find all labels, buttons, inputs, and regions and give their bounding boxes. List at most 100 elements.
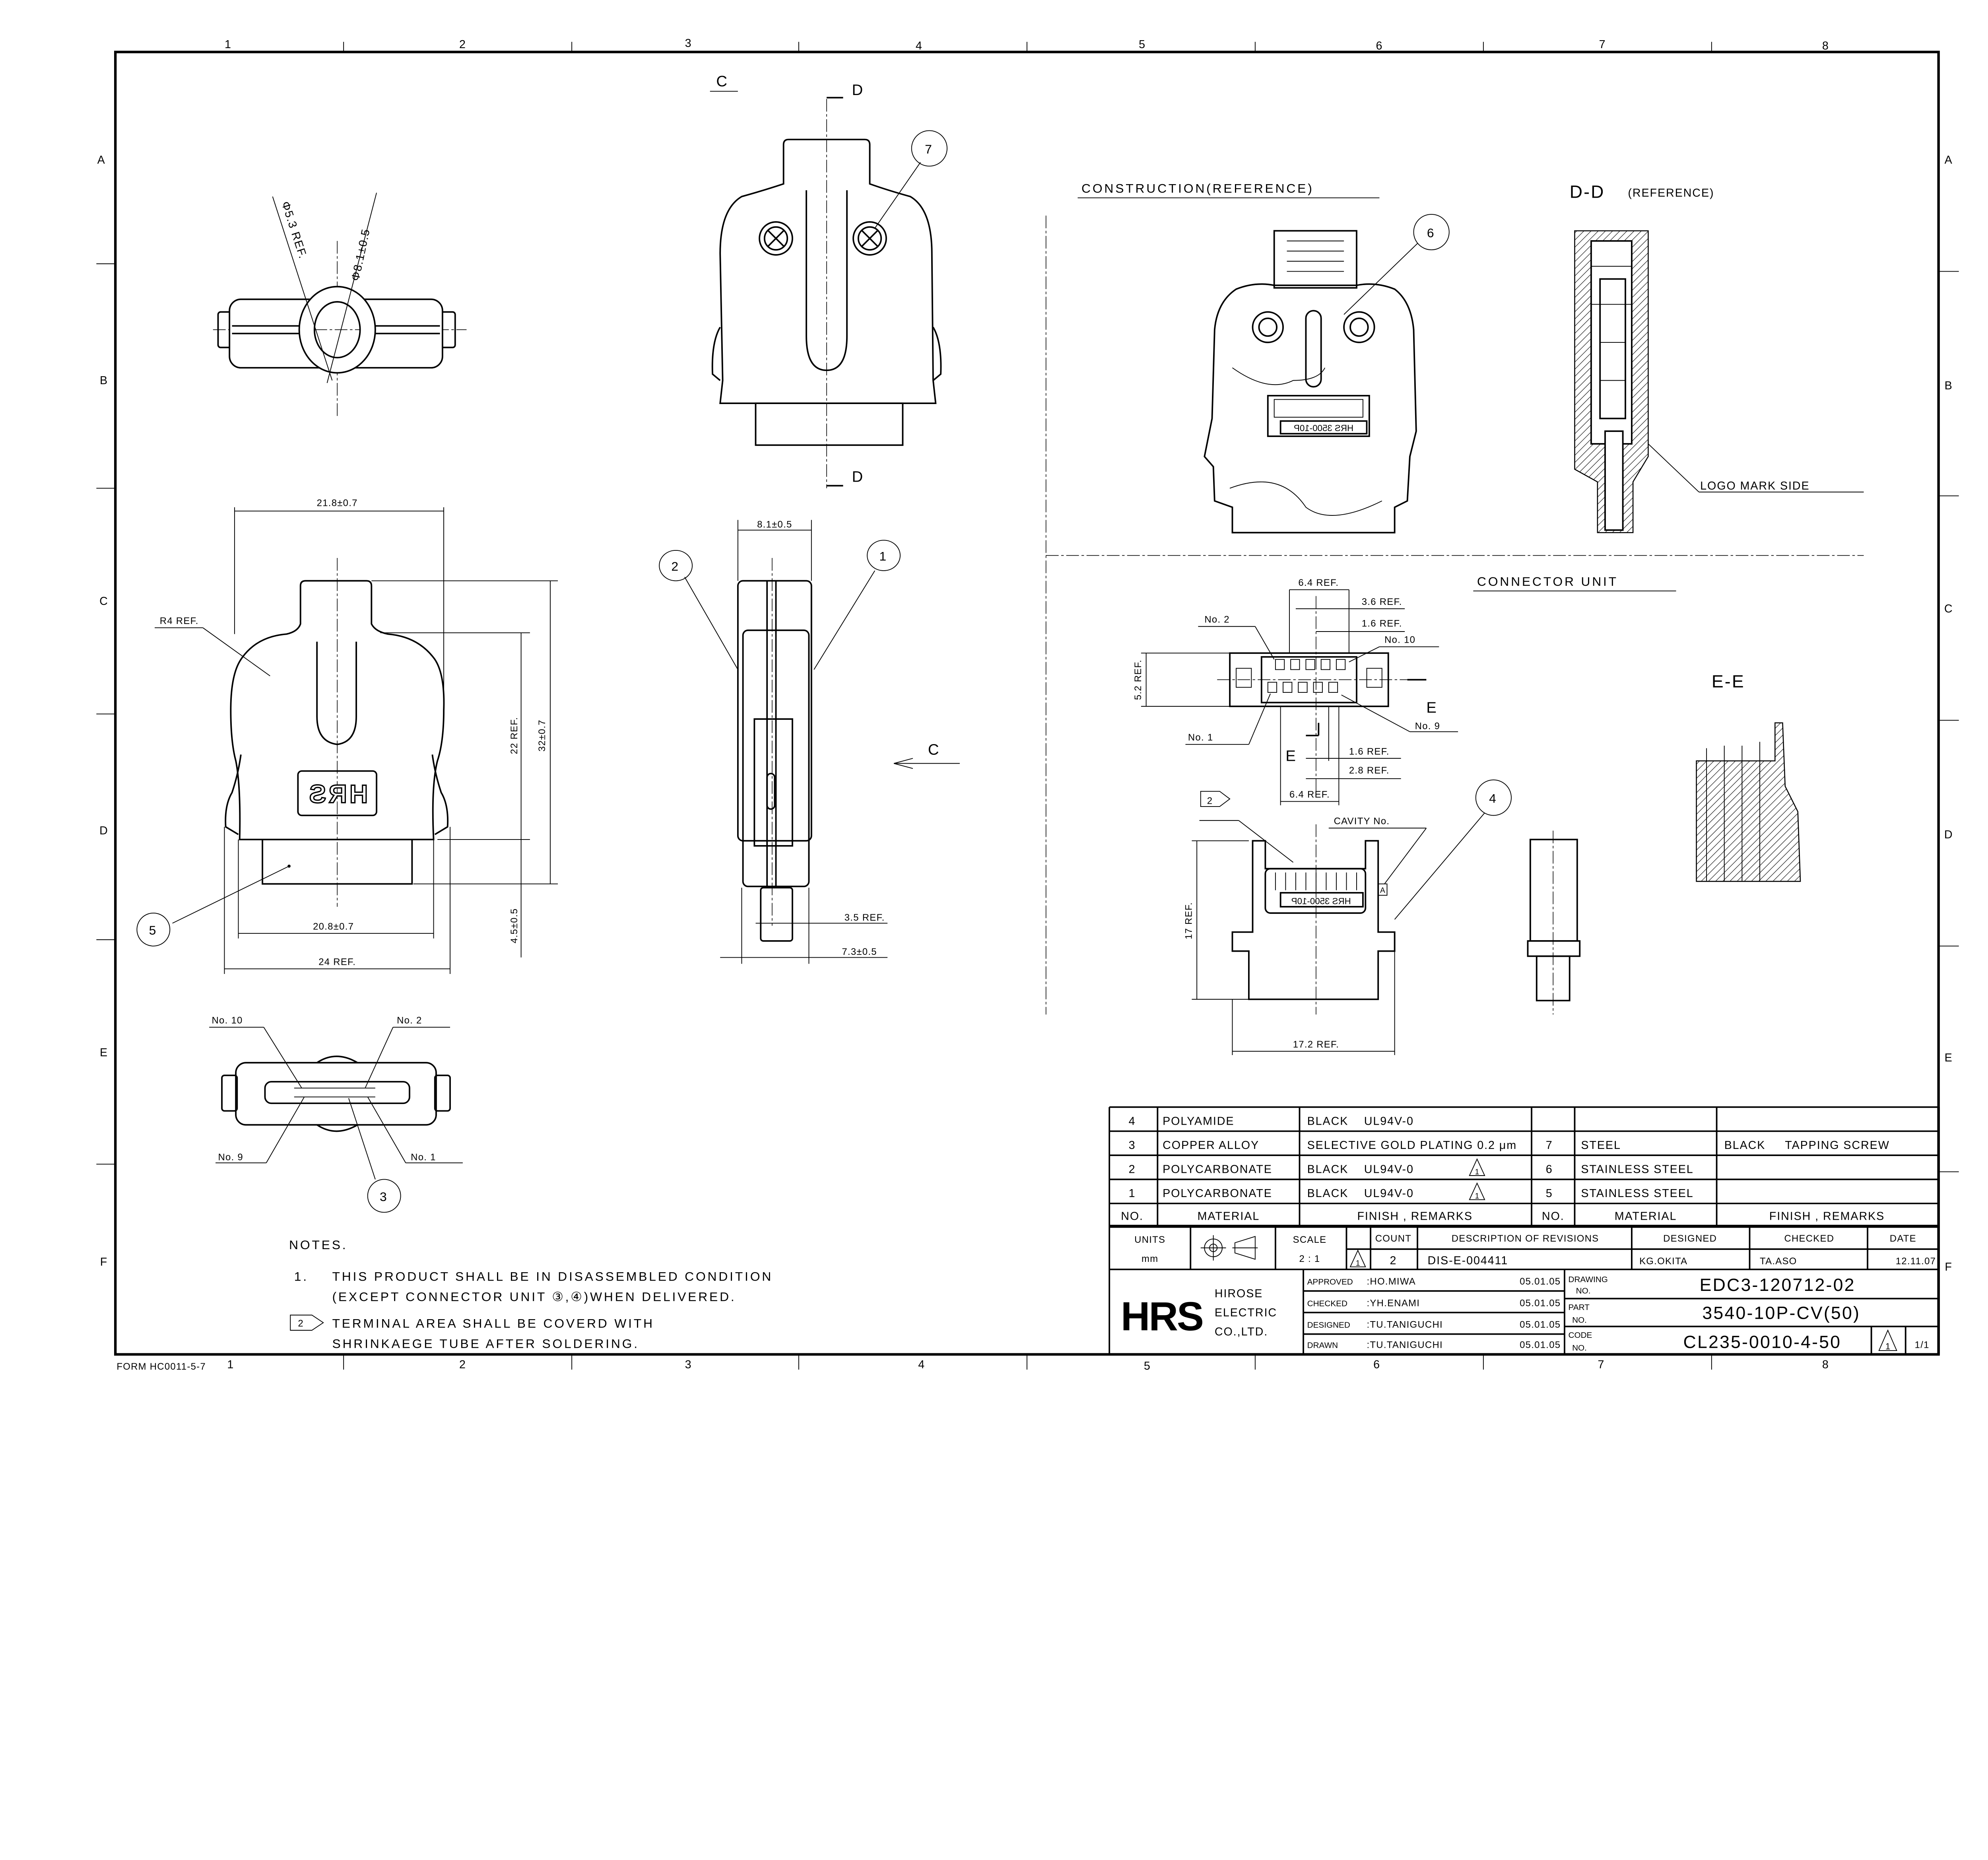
grid-row-label: C [99, 595, 109, 608]
connector-unit: CONNECTOR UNIT [1133, 574, 1801, 1055]
company-name-line: ELECTRIC [1215, 1306, 1277, 1319]
dim-height-connector: 4.5±0.5 [509, 908, 520, 944]
dim-width-top: 21.8±0.7 [317, 498, 358, 508]
section-marker-e-left: E [1285, 747, 1297, 764]
approval-name: :HO.MIWA [1367, 1276, 1416, 1287]
view-divider-lines [1045, 216, 1864, 1015]
section-d-d-view: D-D (REFERENCE) LOGO MARK SIDE [1570, 182, 1864, 533]
dim-side-width: 8.1±0.5 [757, 519, 792, 530]
bom-no: 5 [1546, 1187, 1553, 1200]
balloon-7: 7 [925, 142, 934, 156]
bill-of-materials: 4 POLYAMIDE BLACK UL94V-0 3 COPPER ALLOY… [1109, 1106, 1939, 1355]
dim-1-6-bottom: 1.6 REF. [1349, 746, 1390, 757]
bom-no: 7 [1546, 1139, 1553, 1152]
dim-3-6: 3.6 REF. [1362, 597, 1402, 607]
revision-count: 2 [1390, 1254, 1397, 1267]
dim-width-overall: 24 REF. [318, 957, 356, 968]
dim-front-height: 17 REF. [1183, 902, 1194, 939]
dim-side-offset: 3.5 REF. [845, 912, 885, 923]
notes: NOTES. 1. THIS PRODUCT SHALL BE IN DISAS… [289, 1238, 773, 1351]
pin-label-no1: No. 1 [411, 1152, 436, 1163]
grid-row-label: E [100, 1046, 108, 1059]
grid-row-labels-left: A B C D E F [97, 154, 109, 1268]
company-name-line: CO.,LTD. [1215, 1326, 1268, 1338]
bom-header-no: NO. [1542, 1210, 1565, 1223]
bom-no: 4 [1129, 1115, 1136, 1127]
approval-role: DESIGNED [1307, 1321, 1350, 1330]
hrs-logo-mirrored: HRS [307, 779, 368, 808]
grid-row-labels-right: A B C D E F [1944, 154, 1953, 1273]
note-2-marker: 2 [298, 1318, 304, 1329]
note-1-line-1: THIS PRODUCT SHALL BE IN DISASSEMBLED CO… [332, 1269, 773, 1284]
grid-column-label: 2 [459, 1359, 466, 1371]
grid-column-label: 4 [916, 39, 923, 52]
grid-row-label: B [100, 374, 108, 387]
revision-mark-icon: 1 [1469, 1182, 1485, 1200]
section-marker-e-right: E [1426, 699, 1438, 716]
grid-row-label: C [1944, 603, 1953, 615]
pin-no9-label: No. 9 [1415, 721, 1441, 732]
part-no-label: NO. [1572, 1316, 1587, 1325]
section-d-d-subtitle: (REFERENCE) [1628, 187, 1714, 199]
grid-row-label: B [1945, 379, 1953, 392]
code-no-label: CODE [1569, 1331, 1592, 1340]
part-number: 3540-10P-CV(50) [1702, 1303, 1860, 1323]
approval-role: DRAWN [1307, 1341, 1338, 1350]
units-value: mm [1142, 1254, 1158, 1264]
grid-row-label: A [97, 154, 106, 166]
cavity-no-label: CAVITY No. [1334, 816, 1390, 827]
balloon-4: 4 [1489, 791, 1498, 805]
code-no-label: NO. [1572, 1343, 1587, 1353]
grid-column-label: 7 [1598, 1359, 1605, 1371]
approval-name: :YH.ENAMI [1367, 1298, 1420, 1308]
bom-material: POLYCARBONATE [1163, 1163, 1272, 1176]
view-label-c: C [716, 73, 729, 90]
dim-2-8: 2.8 REF. [1349, 765, 1390, 776]
form-number: FORM HC0011-5-7 [116, 1361, 206, 1372]
approval-date: 05.01.05 [1520, 1320, 1561, 1330]
balloon-5: 5 [149, 923, 158, 937]
approval-date: 05.01.05 [1520, 1276, 1561, 1287]
cavity-mark: A [1380, 886, 1385, 895]
note-1-line-2: (EXCEPT CONNECTOR UNIT ③,④)WHEN DELIVERE… [332, 1290, 736, 1304]
code-number: CL235-0010-4-50 [1683, 1333, 1842, 1352]
bom-material: COPPER ALLOY [1163, 1139, 1259, 1152]
pin-no2-label: No. 2 [1204, 614, 1230, 625]
connector-front-view: 2 CAVITY No. HRS 3500-10P A 17.2 REF. 17… [1183, 779, 1512, 1055]
top-view: Φ5.3 REF. Φ8.1±0.5 [213, 192, 467, 419]
revision-checked-label: CHECKED [1784, 1233, 1834, 1244]
bottom-view: No. 10 No. 2 No. 9 No. 1 3 [209, 1015, 463, 1213]
approval-date: 05.01.05 [1520, 1340, 1561, 1351]
connector-top-view: 6.4 REF. 3.6 REF. 1.6 REF. 5.2 REF. No. … [1133, 577, 1458, 805]
front-view: HRS 21.8±0.7 20.8±0.7 24 REF. 22 REF. 32… [136, 498, 558, 974]
construction-marking: HRS 3500-10P [1294, 423, 1353, 433]
technical-drawing-sheet: 1 2 3 4 5 6 7 8 1 2 3 4 5 6 7 8 A B C D … [96, 37, 1959, 1372]
approval-name: :TU.TANIGUCHI [1367, 1320, 1442, 1330]
bom-material: STEEL [1581, 1139, 1621, 1152]
balloon-6: 6 [1427, 225, 1436, 240]
bom-material: STAINLESS STEEL [1581, 1187, 1693, 1200]
balloon-1: 1 [879, 549, 888, 563]
grid-row-label: D [99, 824, 109, 837]
pin-label-no2: No. 2 [397, 1015, 422, 1026]
section-e-e-title: E-E [1712, 672, 1745, 691]
revision-checked-by: TA.ASO [1760, 1256, 1797, 1267]
scale-value: 2 : 1 [1299, 1254, 1320, 1264]
dim-connector-height: 5.2 REF. [1133, 659, 1143, 700]
grid-column-label: 6 [1376, 39, 1383, 52]
title-block: UNITS mm SCALE 2 : 1 COUNT DESCRIPTION O… [1109, 1107, 1940, 1355]
section-e-e-view: E-E [1696, 672, 1801, 882]
dim-1-6-top: 1.6 REF. [1362, 618, 1402, 629]
logo-mark-side-label: LOGO MARK SIDE [1700, 480, 1809, 492]
bom-header-finish: FINISH , REMARKS [1769, 1210, 1885, 1223]
construction-view: CONSTRUCTION(REFERENCE) HRS 3500-10P 6 [1077, 181, 1450, 534]
grid-column-label: 8 [1822, 1359, 1829, 1371]
section-marker-d-top: D [852, 82, 865, 99]
dim-width-bottom: 20.8±0.7 [313, 921, 354, 932]
pin-no10-label: No. 10 [1384, 635, 1415, 645]
grid-column-label: 2 [459, 38, 466, 51]
drawing-no-label: NO. [1576, 1287, 1591, 1296]
note-1-marker: 1. [294, 1269, 309, 1284]
revision-designed-by: KG.OKITA [1639, 1256, 1687, 1267]
revision-mark-icon: 1 [1878, 1329, 1897, 1351]
